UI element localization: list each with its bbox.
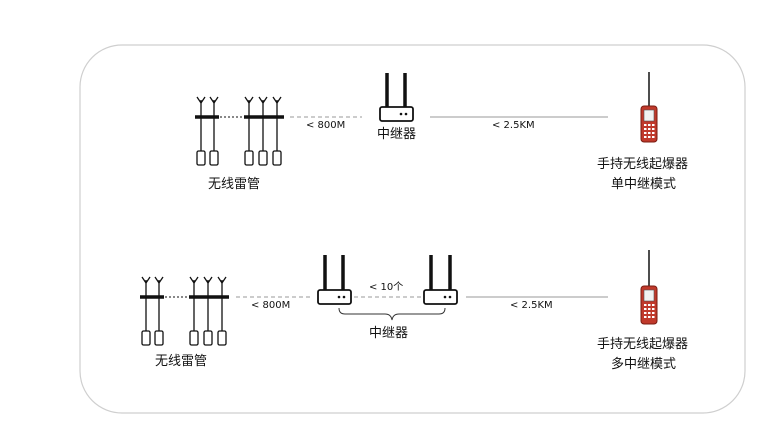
bottom-repeater-brace (338, 307, 446, 321)
bottom-detonator-group (140, 276, 229, 346)
bottom-repeater-icon-left (317, 255, 352, 305)
top-device-label-1: 手持无线起爆器 (597, 157, 689, 172)
bottom-repeater-spacing-label: < 10个 (369, 282, 404, 293)
bottom-repeater-label: 中继器 (369, 326, 409, 341)
top-distance-tubes-label: < 800M (306, 120, 346, 131)
top-tubes-label: 无线雷管 (208, 177, 261, 192)
bottom-device-label-1: 手持无线起爆器 (597, 337, 689, 352)
top-handheld-device (640, 72, 658, 143)
top-repeater-label: 中继器 (377, 127, 417, 142)
top-repeater-icon (379, 73, 414, 122)
bottom-distance-tubes-label: < 800M (251, 300, 291, 311)
top-detonator-group (195, 96, 284, 166)
top-distance-device-label: < 2.5KM (492, 120, 535, 131)
bottom-tubes-label: 无线雷管 (155, 354, 208, 369)
bottom-distance-device-label: < 2.5KM (510, 300, 553, 311)
bottom-handheld-device (640, 250, 658, 325)
bottom-repeater-icon-right (423, 255, 458, 305)
top-device-label-2: 单中继模式 (611, 177, 677, 192)
bottom-device-label-2: 多中继模式 (611, 357, 677, 372)
frame-border (79, 44, 746, 414)
